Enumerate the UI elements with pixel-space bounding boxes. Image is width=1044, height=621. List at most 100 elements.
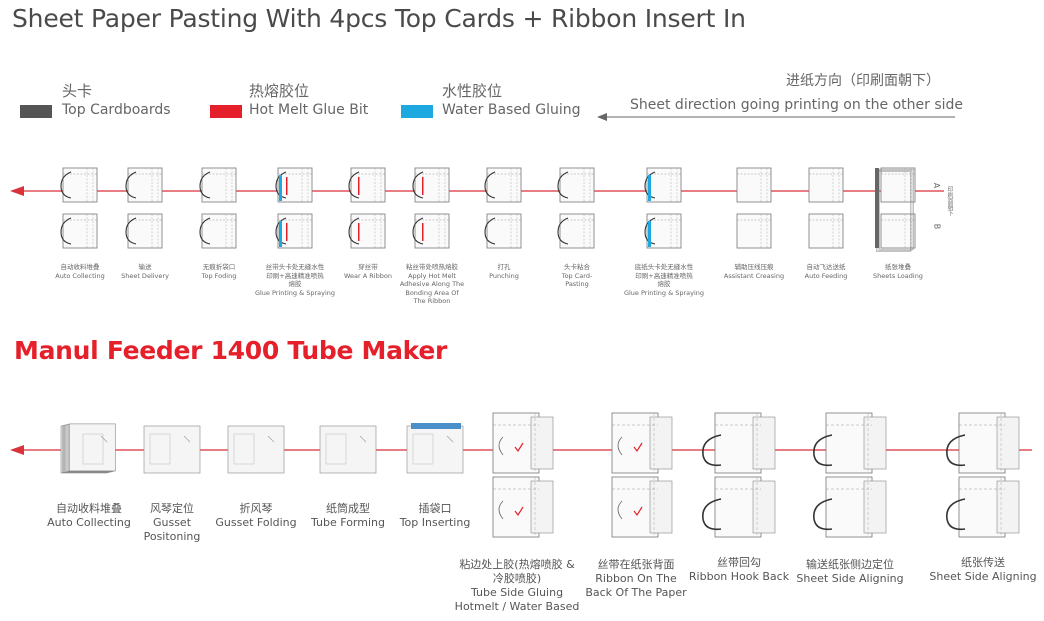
row1-step-zh: 无痕折袋口: [202, 263, 236, 271]
row2-step-icon: [813, 412, 887, 538]
row1-step-icon: [484, 167, 522, 249]
side-a-label: A: [932, 182, 942, 189]
row1-step-icon: [348, 167, 386, 249]
row2-step-en: Sheet Side Aligning: [796, 572, 904, 585]
row2-step-zh: 输送纸张侧边定位: [806, 558, 894, 571]
row1-step-zh: 头卡粘合: [564, 263, 590, 271]
row2-step-icon: [319, 425, 377, 474]
row1-step-icon: [60, 167, 98, 249]
row2-step-icon: [227, 425, 285, 474]
row2-step-zh: 自动收料堆叠: [56, 502, 122, 515]
legend-hot-melt-label: Hot Melt Glue Bit: [249, 102, 369, 118]
row1-step-zh: 辅助压线压痕: [734, 263, 774, 271]
row1-step-en: Glue Printing & Spraying: [254, 288, 336, 297]
row1-step-icon: [644, 167, 682, 249]
page-title: Sheet Paper Pasting With 4pcs Top Cards …: [12, 4, 746, 33]
row1-step-zh: 打孔: [497, 263, 511, 271]
row2-step-icon: [702, 412, 776, 538]
row2-step-icons: [60, 412, 1020, 538]
row2-step-en: Ribbon On The Back Of The Paper: [585, 572, 687, 599]
row2-step-en: Auto Collecting: [47, 516, 131, 529]
row2-step-zh: 纸张传送: [961, 556, 1005, 569]
row1-step-zh: 输送: [138, 263, 152, 271]
row1-flow-arrow: [10, 186, 944, 196]
row1-step-zh: 自动收料堆叠: [60, 263, 100, 271]
row1-step-zh: 底纸头卡处无缝水性印刷+高速精准喷热熔胶: [634, 263, 694, 288]
legend-hot-melt-zh: 热熔胶位: [249, 82, 310, 100]
row1-step-en: Assistant Creasing: [723, 271, 785, 280]
row2-step-icon: [143, 425, 201, 474]
legend-top-cardboards-swatch: [20, 105, 52, 118]
row1-step-en: Glue Printing & Spraying: [623, 288, 705, 297]
row1-step-en: Top Foding: [201, 271, 237, 280]
row1-step-en: Sheet Delivery: [121, 271, 169, 280]
side-b-label: B: [932, 223, 942, 230]
row1-step-en: Apply Hot Melt Adhesive Along The Bondin…: [399, 271, 465, 306]
row1-step-icon: [875, 167, 916, 252]
row1-step-zh: 粘丝带处喷热熔胶: [406, 263, 458, 271]
row2-step-en: Gusset Positoning: [143, 516, 201, 543]
row1-step-icon: [736, 167, 772, 249]
row1-step-icon: [199, 167, 237, 249]
legend-hot-melt-swatch: [210, 105, 242, 118]
row2-step-icon: [492, 412, 554, 538]
row1-step-en: Punching: [489, 271, 519, 280]
row1-step-icon: [125, 167, 163, 249]
side-note: 印刷面朝下: [946, 186, 953, 216]
row2-step-zh: 插袋口: [418, 502, 452, 515]
row1-step-icon: [412, 167, 450, 249]
direction-label: Sheet direction going printing on the ot…: [630, 97, 964, 113]
row1-step-en: Wear A Ribbon: [344, 271, 392, 280]
direction-zh: 进纸方向（印刷面朝下）: [786, 73, 940, 89]
row2-step-icon: [406, 423, 464, 474]
row1-step-icon: [808, 167, 844, 249]
row1-step-icon: [275, 167, 313, 249]
row1-step-zh: 纸张堆叠: [885, 263, 911, 271]
legend-top-cardboards-zh: 头卡: [62, 82, 93, 100]
row1-step-zh: 丝带头卡处无缝水性印刷+高速精准喷热熔胶: [265, 263, 325, 288]
legend-top-cardboards-label: Top Cardboards: [62, 102, 171, 118]
row1-step-zh: 穿丝带: [358, 263, 378, 271]
row1-step-icon: [557, 167, 595, 249]
row2-step-icon: [60, 423, 116, 474]
row2-step-en: Sheet Side Aligning: [929, 570, 1037, 583]
row2-step-label: 粘边处上胶(热熔喷胶 & 冷胶喷胶)Tube Side Gluing Hotme…: [452, 558, 582, 614]
row2-step-zh: 纸筒成型: [326, 502, 370, 515]
row1-step-icons: [60, 167, 916, 252]
row2-step-zh: 折风琴: [239, 502, 273, 515]
row2-step-icon: [611, 412, 673, 538]
row1-step-en: Sheets Loading: [873, 271, 923, 280]
row2-step-en: Gusset Folding: [215, 516, 297, 529]
row2-step-icon: [946, 412, 1020, 538]
legend-water-based-swatch: [401, 105, 433, 118]
row1-step-en: Auto Feeding: [804, 271, 848, 280]
row2-step-zh: 丝带在纸张背面: [597, 558, 675, 571]
row2-step-zh: 粘边处上胶(热熔喷胶 & 冷胶喷胶): [459, 558, 575, 585]
row2-step-en: Tube Forming: [311, 516, 385, 529]
row1-step-en: Auto Collecting: [55, 271, 105, 280]
section-title: Manul Feeder 1400 Tube Maker: [14, 336, 448, 365]
legend-water-based-label: Water Based Gluing: [442, 102, 581, 118]
row1-step-en: Top Card-Pasting: [561, 271, 593, 289]
legend-water-based-zh: 水性胶位: [442, 82, 503, 100]
